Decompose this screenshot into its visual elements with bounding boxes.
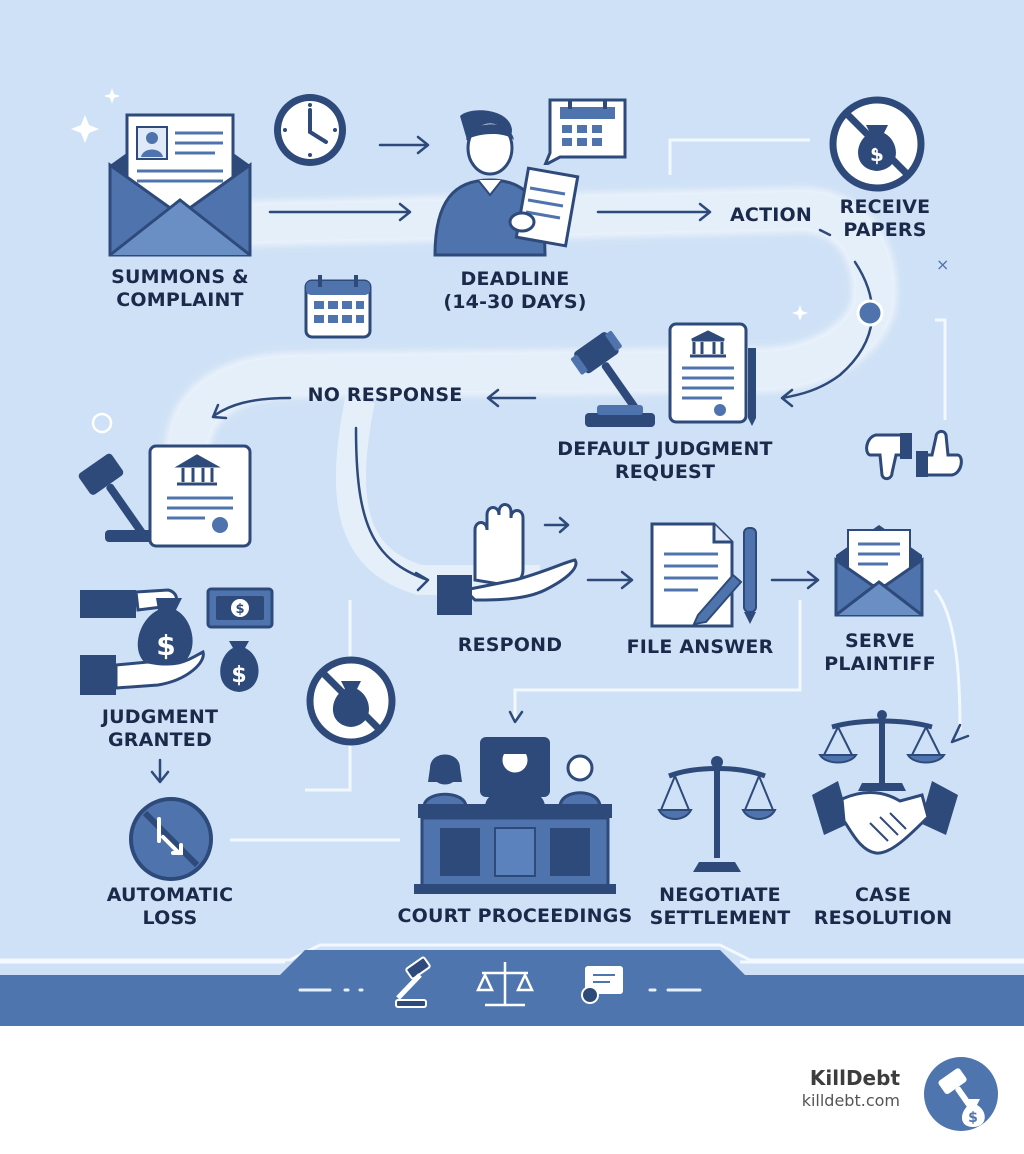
svg-text:$: $ — [156, 629, 175, 662]
judgment-granted-label: JUDGMENT GRANTED — [101, 706, 219, 751]
case-resolution-label: CASE RESOLUTION — [813, 884, 953, 929]
summons-label: SUMMONS & COMPLAINT — [111, 266, 249, 311]
automatic-loss-label: AUTOMATIC LOSS — [106, 884, 234, 929]
court-bench-icon — [414, 737, 616, 894]
brand-name: KillDebt — [809, 1066, 900, 1090]
no-money-icon-2 — [306, 656, 396, 746]
calendar-icon — [543, 98, 627, 165]
loss-chart-icon — [129, 797, 213, 881]
deadline-label: DEADLINE (14-30 DAYS) — [443, 268, 587, 313]
main-road — [165, 187, 897, 595]
person-reading-icon — [433, 110, 580, 257]
svg-text:$: $ — [968, 1110, 978, 1126]
file-answer-label: FILE ANSWER — [626, 636, 774, 658]
svg-text:$: $ — [235, 602, 244, 617]
document-pen-icon — [650, 522, 757, 628]
footer-band — [0, 950, 1024, 1026]
action-label: ACTION — [730, 204, 812, 226]
svg-text:×: × — [936, 255, 949, 274]
serve-plaintiff-label: SERVE PLAINTIFF — [824, 630, 936, 675]
scroll-icon — [668, 322, 756, 426]
clock-icon — [274, 94, 346, 166]
respond-label: RESPOND — [457, 634, 563, 656]
no-money-icon: $ — [829, 96, 925, 192]
svg-text:$: $ — [231, 663, 246, 688]
default-judgment-request-label: DEFAULT JUDGMENT REQUEST — [557, 438, 773, 483]
scales-icon — [657, 756, 777, 872]
sparkles — [71, 88, 808, 321]
flow-paths: × — [0, 88, 1024, 1026]
cash-icon: $ $ — [206, 587, 274, 692]
calendar-icon-small — [304, 275, 372, 339]
handshake-icon — [812, 710, 958, 855]
diagram-panel: × — [0, 0, 1024, 1026]
arrows — [150, 135, 970, 784]
negotiate-settlement-label: NEGOTIATE SETTLEMENT — [649, 884, 791, 929]
gavel-scroll-icon — [78, 444, 252, 548]
receive-papers-label: RECEIVE PAPERS — [839, 196, 931, 241]
thumbs-icon — [865, 429, 963, 481]
hand-stop-icon — [437, 503, 578, 615]
envelope-small-icon — [834, 525, 924, 617]
envelope-icon — [108, 113, 252, 257]
gavel-icon — [570, 330, 655, 427]
brand-logo-icon: $ — [924, 1057, 998, 1131]
junction-dot — [856, 299, 884, 327]
brand-url: killdebt.com — [801, 1091, 900, 1110]
money-bag-icon: $ — [80, 588, 205, 695]
court-proceedings-label: COURT PROCEEDINGS — [397, 905, 633, 927]
no-response-label: NO RESPONSE — [307, 384, 463, 406]
